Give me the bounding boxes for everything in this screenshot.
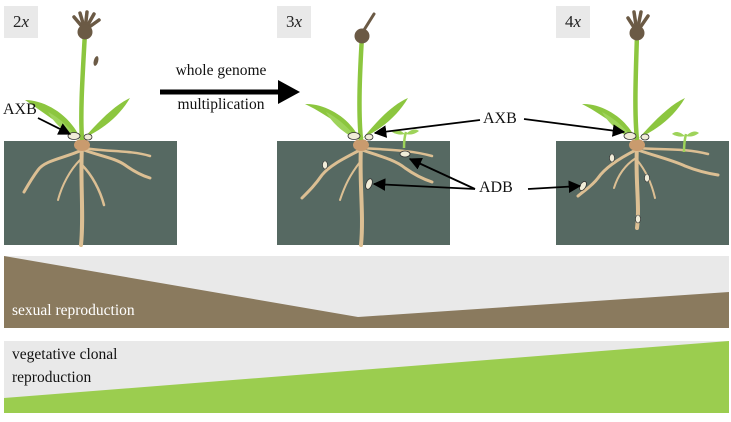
plant-4x xyxy=(576,10,720,230)
arrow-label-line1: whole genome xyxy=(175,62,267,79)
axb-pointer-3x xyxy=(373,119,481,138)
ploidy-variable: x xyxy=(21,12,30,31)
axb-left-pointer xyxy=(37,117,72,135)
ploidy-number: 3 xyxy=(285,12,295,31)
vegetative-reproduction-label-line1: vegetative clonal xyxy=(12,346,118,363)
ploidy-label-2x: 2x xyxy=(4,6,38,38)
axb-label-left: AXB xyxy=(3,101,37,118)
vegetative-reproduction-label-line2: reproduction xyxy=(12,369,92,386)
arrow-label-line2: multiplication xyxy=(177,96,265,113)
adb-pointer-3x-a xyxy=(408,158,476,190)
adb-pointer-4x xyxy=(527,180,582,193)
plant-3x xyxy=(300,12,434,247)
ploidy-number: 2 xyxy=(12,12,22,31)
axb-pointer-4x xyxy=(523,118,626,137)
axb-label-right: AXB xyxy=(483,110,517,127)
adb-pointer-3x-b xyxy=(372,178,476,191)
soil-block-4x xyxy=(556,141,729,245)
ploidy-number: 4 xyxy=(564,12,574,31)
adb-label: ADB xyxy=(479,179,513,196)
sexual-reproduction-label: sexual reproduction xyxy=(12,302,135,319)
sexual-band xyxy=(4,256,729,328)
ploidy-label-4x: 4x xyxy=(556,6,590,38)
ploidy-variable: x xyxy=(294,12,303,31)
soil-block-2x xyxy=(4,141,177,245)
plant-2x xyxy=(22,10,152,247)
vegetative-band xyxy=(4,341,729,413)
ploidy-variable: x xyxy=(573,12,582,31)
ploidy-label-3x: 3x xyxy=(277,6,311,38)
